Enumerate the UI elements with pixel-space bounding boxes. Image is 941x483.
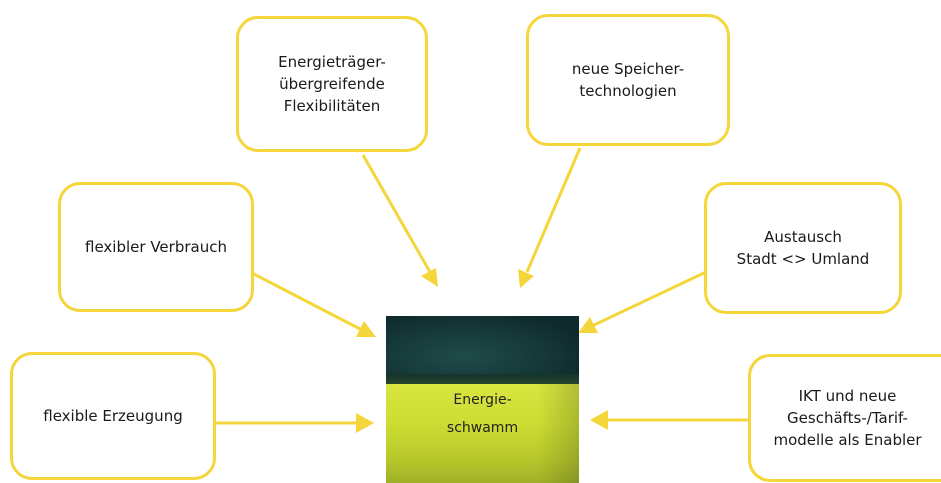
box-austausch-label: Austausch Stadt <> Umland xyxy=(736,228,870,268)
sponge-body-layer xyxy=(386,384,579,483)
arrowhead-energietraeger xyxy=(421,268,438,287)
arrowhead-ikt xyxy=(590,410,608,430)
arrowhead-austausch xyxy=(578,317,598,333)
box-flexible-erzeugung: flexible Erzeugung xyxy=(10,352,216,480)
box-neue-speichertechnologien: neue Speicher- technologien xyxy=(526,14,730,146)
box-energietraeger-label: Energieträger- übergreifende Flexibilitä… xyxy=(278,53,386,115)
box-ikt-label: IKT und neue Geschäfts-/Tarif- modelle a… xyxy=(773,387,922,449)
arrow-energietraeger xyxy=(361,154,432,273)
box-speicher-label: neue Speicher- technologien xyxy=(571,60,685,100)
box-erzeugung-label: flexible Erzeugung xyxy=(43,407,183,425)
arrow-verbrauch xyxy=(251,271,361,331)
arrowhead-speicher xyxy=(518,269,534,288)
arrowhead-erzeugung xyxy=(356,413,374,433)
box-austausch-stadt-umland: Austausch Stadt <> Umland xyxy=(704,182,902,314)
box-flexibler-verbrauch: flexibler Verbrauch xyxy=(58,182,254,312)
arrow-austausch xyxy=(593,270,707,327)
sponge-shade xyxy=(537,384,579,483)
energieschwamm-sponge-image: Energie- schwamm xyxy=(386,316,579,483)
arrow-speicher xyxy=(525,147,582,273)
box-energietraeger-flexibilitaeten: Energieträger- übergreifende Flexibilitä… xyxy=(236,16,428,152)
box-verbrauch-label: flexibler Verbrauch xyxy=(85,238,227,256)
sponge-top-layer xyxy=(386,316,579,386)
box-ikt-enabler: IKT und neue Geschäfts-/Tarif- modelle a… xyxy=(748,354,941,482)
arrowhead-verbrauch xyxy=(356,321,376,337)
energieschwamm-label: Energie- schwamm xyxy=(446,392,519,436)
